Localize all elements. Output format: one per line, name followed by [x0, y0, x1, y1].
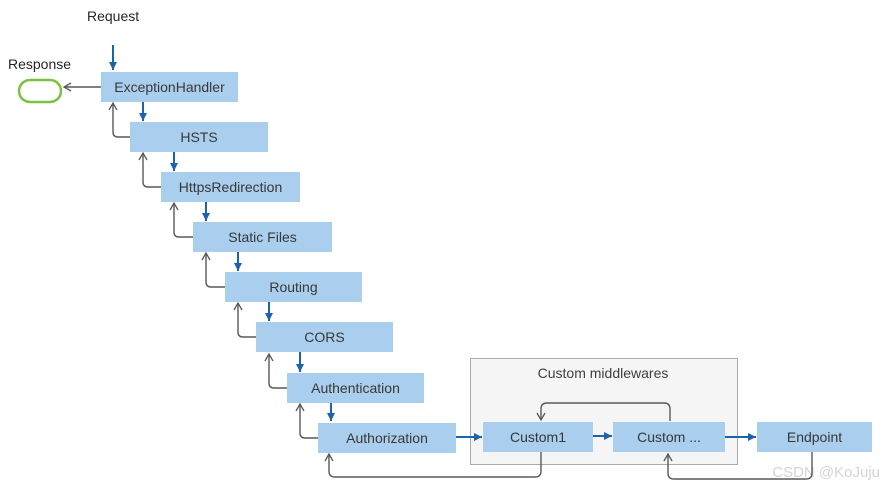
return-staticfiles-to-httpsredirection — [169, 201, 193, 238]
return-endpoint-to-custom-more — [663, 452, 813, 480]
node-httpsredirection: HttpsRedirection — [161, 172, 300, 202]
node-authentication: Authentication — [287, 373, 424, 403]
return-httpsredirection-to-hsts — [138, 151, 161, 188]
return-authorization-to-authentication — [295, 402, 318, 439]
return-authentication-to-cors — [264, 352, 287, 389]
node-custom-more: Custom ... — [613, 422, 725, 452]
node-hsts: HSTS — [130, 122, 268, 152]
node-endpoint: Endpoint — [757, 422, 872, 452]
return-cors-to-routing — [233, 301, 256, 338]
return-custom-more-to-custom1 — [536, 402, 671, 422]
request-label: Request — [87, 8, 140, 24]
watermark: CSDN @KoJuju — [772, 464, 880, 481]
node-exceptionhandler: ExceptionHandler — [101, 72, 238, 102]
response-label: Response — [8, 56, 72, 72]
custom-middlewares-title: Custom middlewares — [537, 365, 669, 381]
return-hsts-to-exceptionhandler — [108, 101, 130, 138]
node-custom1: Custom1 — [483, 422, 593, 452]
return-routing-to-staticfiles — [201, 251, 225, 288]
response-terminal — [17, 78, 63, 104]
return-custom1-to-authorization — [324, 452, 542, 478]
node-routing: Routing — [225, 272, 362, 302]
node-cors: CORS — [256, 322, 393, 352]
node-authorization: Authorization — [318, 423, 456, 453]
node-static-files: Static Files — [193, 222, 332, 252]
